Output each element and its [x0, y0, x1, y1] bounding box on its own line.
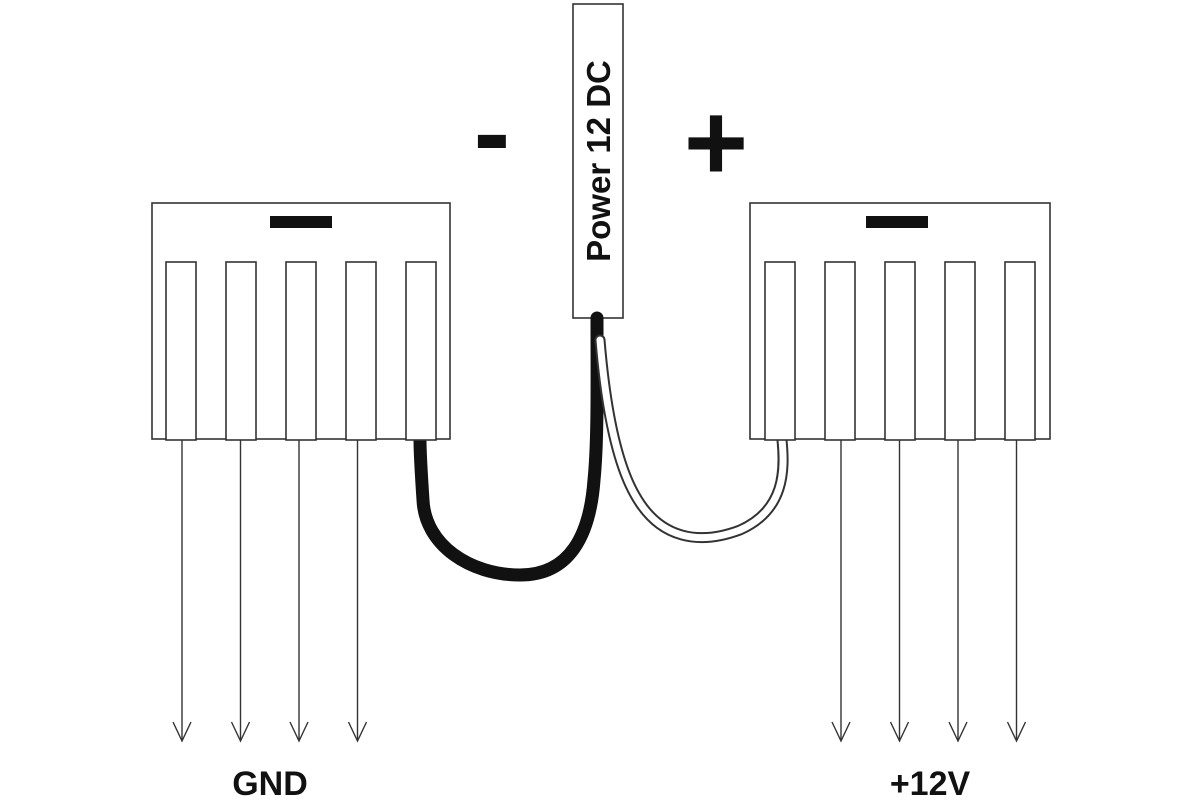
left-pin-2 [225, 261, 257, 441]
right-connector-minus-mark [866, 216, 928, 228]
right-output-arrow-3 [948, 440, 968, 743]
gnd-label: GND [232, 765, 308, 800]
left-output-arrow-1 [172, 440, 192, 743]
left-pin-5 [405, 261, 437, 441]
power-adapter-body [572, 3, 624, 319]
left-connector: GND [151, 202, 451, 800]
right-pin-5 [1004, 261, 1036, 441]
right-output-arrow-2 [889, 440, 910, 743]
plus-12v-label: +12V [890, 765, 971, 800]
left-output-arrow-4 [347, 440, 368, 743]
left-connector-pins [165, 261, 437, 441]
negative-wire [413, 311, 604, 582]
left-connector-minus-mark [270, 216, 332, 228]
left-output-arrow-3 [289, 440, 309, 743]
power-adapter: Power 12 DC [572, 3, 624, 319]
left-pin-1 [165, 261, 197, 441]
minus-sign: - [474, 71, 511, 194]
left-connector-outputs [172, 440, 368, 743]
right-connector-pins [764, 261, 1036, 441]
right-connector-outputs [831, 440, 1027, 743]
left-pin-3 [285, 261, 317, 441]
plus-sign: + [684, 81, 748, 204]
left-output-arrow-2 [230, 440, 251, 743]
power-adapter-label: Power 12 DC [580, 60, 617, 262]
right-pin-3 [884, 261, 916, 441]
right-pin-2 [824, 261, 856, 441]
right-pin-4 [944, 261, 976, 441]
right-connector: +12V [749, 202, 1051, 800]
right-pin-1 [764, 261, 796, 441]
right-output-arrow-1 [831, 440, 851, 743]
right-output-arrow-4 [1006, 440, 1027, 743]
left-pin-4 [345, 261, 377, 441]
positive-wire [594, 334, 789, 544]
